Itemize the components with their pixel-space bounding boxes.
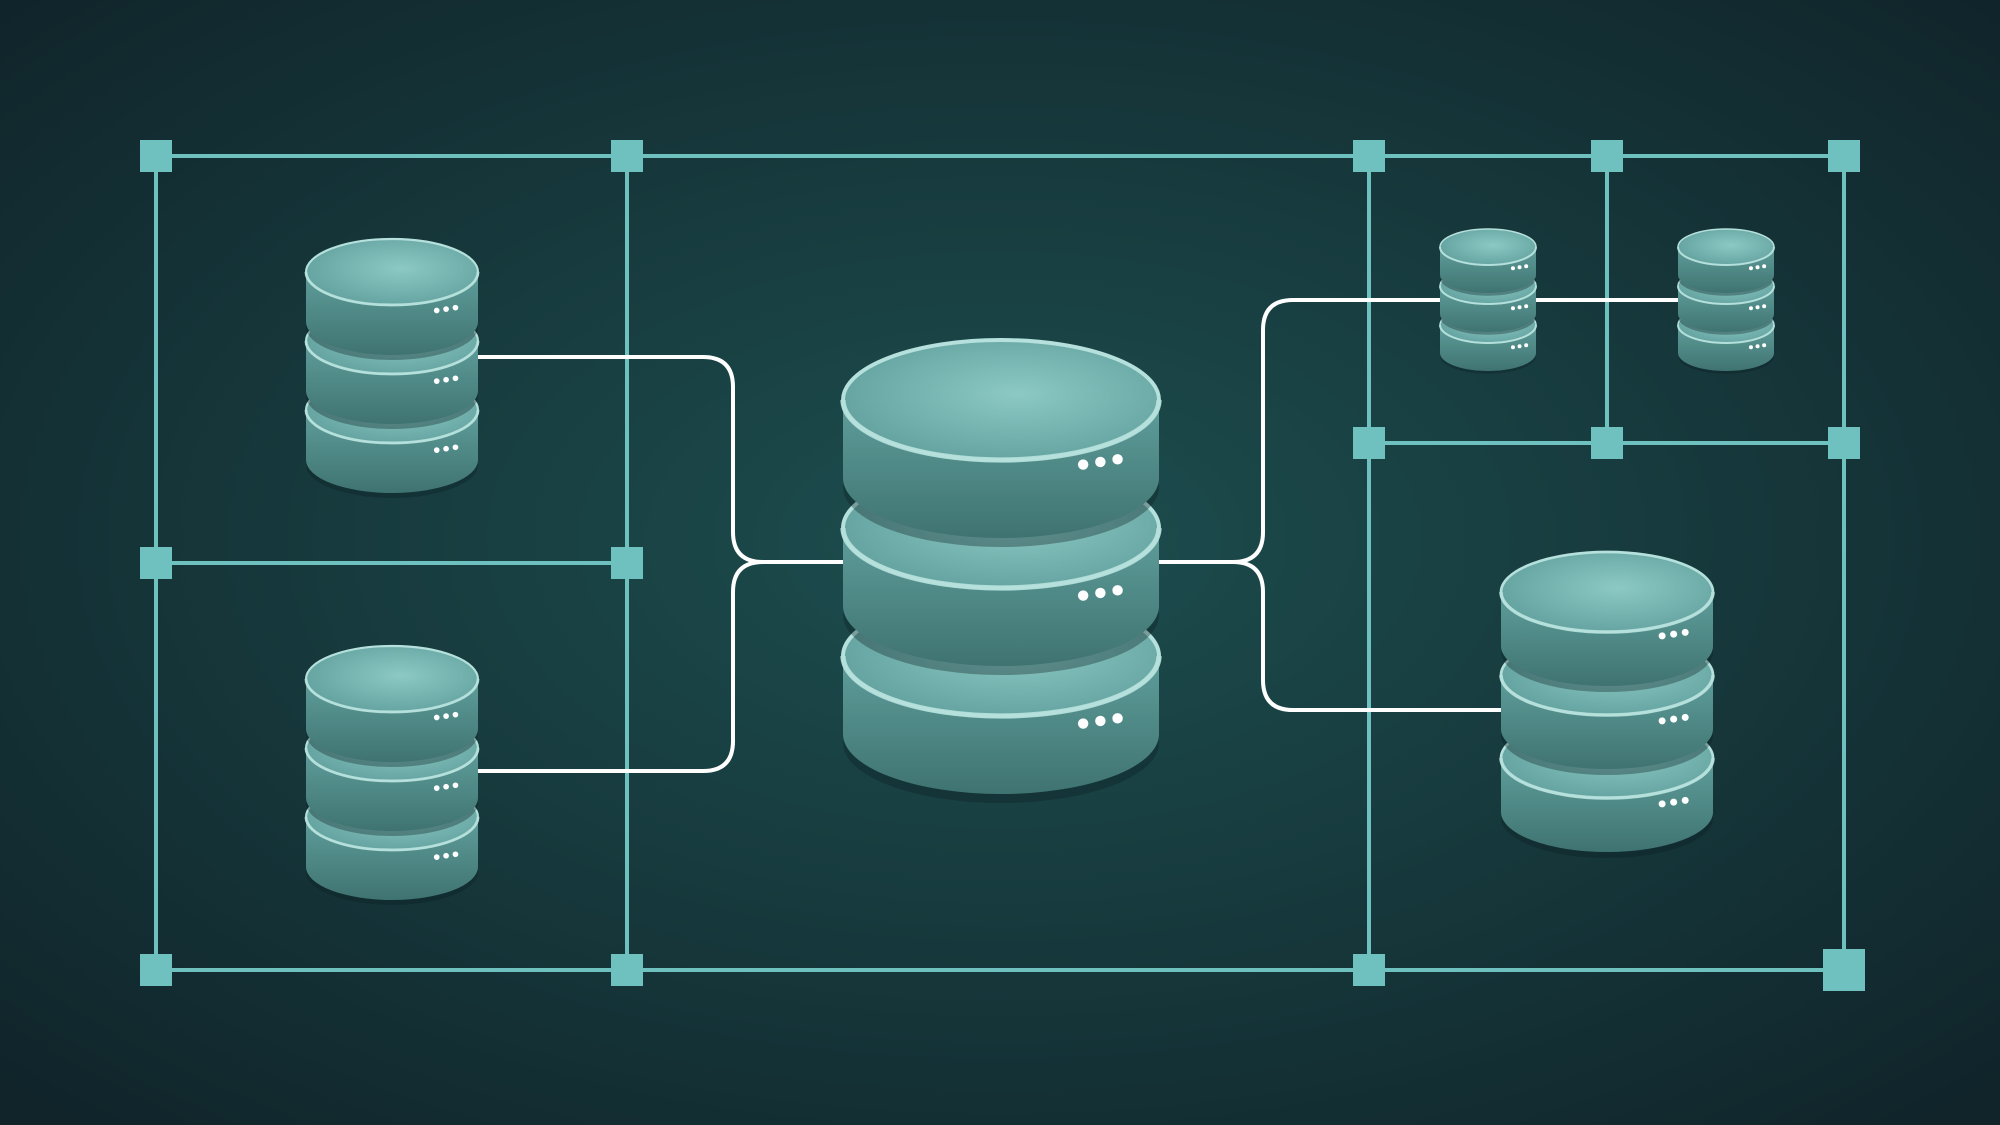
database-central — [840, 338, 1162, 803]
database-disk — [1439, 228, 1537, 296]
database-disk — [304, 644, 480, 767]
database-right-top-1 — [1439, 228, 1537, 374]
status-dots-icon — [1077, 585, 1123, 601]
grid-node — [1591, 140, 1623, 172]
database-right-bottom — [1499, 550, 1715, 858]
status-dots-icon — [1510, 304, 1529, 311]
status-dots-icon — [433, 444, 459, 453]
status-dots-icon — [1510, 264, 1529, 271]
status-dots-icon — [1748, 264, 1767, 271]
status-dots-icon — [1658, 713, 1689, 725]
database-left-top — [304, 237, 480, 498]
status-dots-icon — [433, 851, 459, 860]
grid-node — [1828, 427, 1860, 459]
grid-node — [140, 547, 172, 579]
status-dots-icon — [1077, 454, 1123, 470]
status-dots-icon — [1748, 343, 1767, 350]
database-disk — [1439, 267, 1537, 335]
grid-node — [1353, 954, 1385, 986]
database-right-top-2 — [1677, 228, 1775, 374]
grid-node — [1823, 949, 1865, 991]
database-disk — [304, 237, 480, 360]
grid-node — [611, 954, 643, 986]
status-dots-icon — [1658, 628, 1689, 640]
database-disk — [840, 338, 1162, 547]
status-dots-icon — [433, 304, 459, 314]
grid-node — [140, 140, 172, 172]
connector-line — [1158, 298, 1442, 564]
grid-node — [1828, 140, 1860, 172]
connector-lines — [476, 298, 1680, 773]
status-dots-icon — [433, 782, 459, 791]
status-dots-icon — [1748, 304, 1767, 311]
status-dots-icon — [433, 375, 459, 384]
database-left-bottom — [304, 644, 480, 905]
connector-line — [476, 355, 844, 564]
status-dots-icon — [1510, 343, 1529, 350]
database-disk — [1677, 267, 1775, 335]
status-dots-icon — [1077, 713, 1123, 729]
database-disk — [1677, 228, 1775, 296]
grid-node — [1591, 427, 1623, 459]
connector-line — [1158, 560, 1504, 712]
grid-node — [611, 140, 643, 172]
grid-node — [611, 547, 643, 579]
status-dots-icon — [433, 711, 459, 721]
database-disk — [1499, 550, 1715, 692]
connector-line — [476, 560, 844, 773]
grid-node — [1353, 427, 1385, 459]
status-dots-icon — [1658, 796, 1689, 808]
databases — [304, 228, 1775, 905]
grid-nodes — [140, 140, 1865, 991]
grid-node — [140, 954, 172, 986]
grid-node — [1353, 140, 1385, 172]
